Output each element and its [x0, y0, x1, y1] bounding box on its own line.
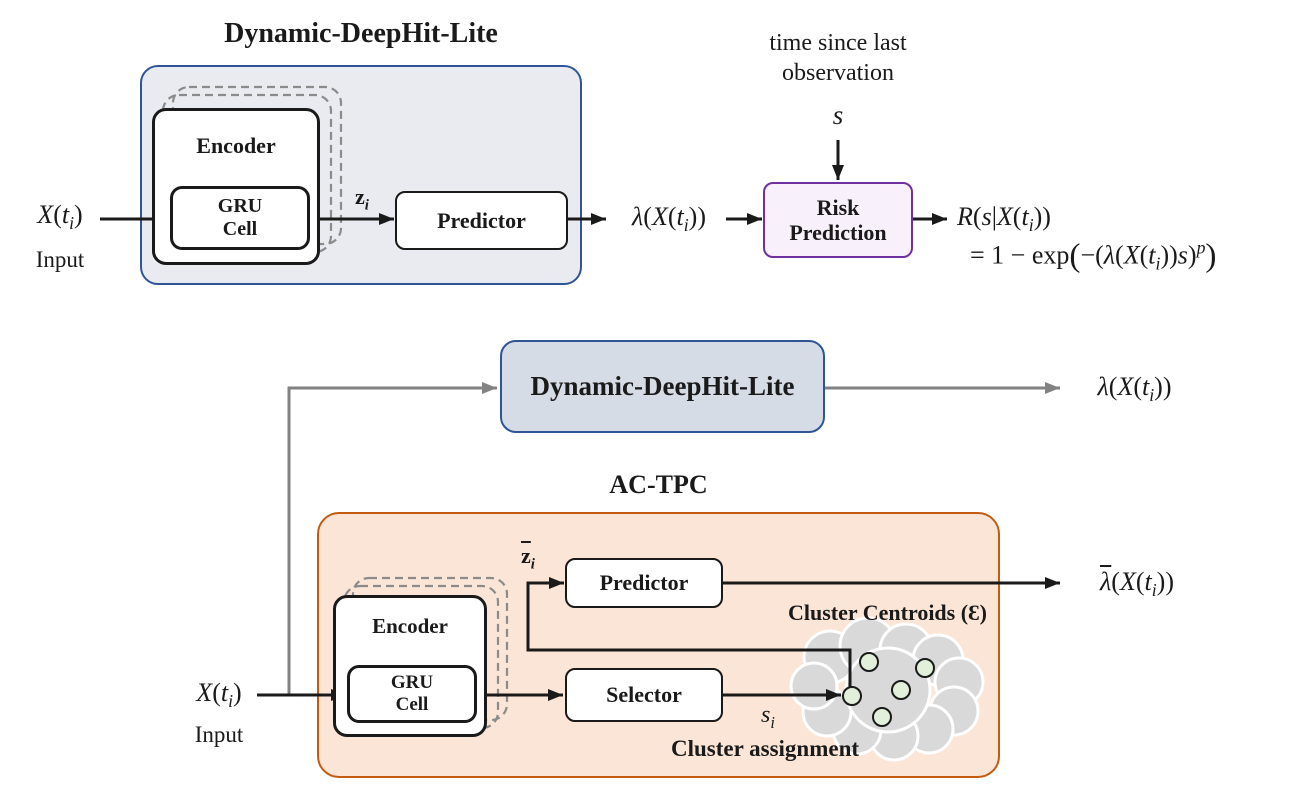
- centroid-dot: [842, 686, 862, 706]
- centroid-to-predictor-arrow: [526, 577, 852, 688]
- bottom-input-caption: Input: [194, 722, 244, 747]
- zbar-label: zi: [521, 543, 535, 573]
- cluster-centroids: [842, 652, 935, 727]
- centroid-dot: [859, 652, 879, 672]
- lambdabar-output-label: λ(X(ti)): [1100, 567, 1174, 601]
- mid-dynamic-deephit-lite-box: Dynamic-DeepHit-Lite: [500, 340, 825, 433]
- risk-formula-line2: = 1 − exp(−(λ(X(ti))s)p): [970, 237, 1217, 274]
- bottom-predictor-box: Predictor: [565, 558, 723, 608]
- top-predictor-box: Predictor: [395, 191, 568, 250]
- top-input-math-label: X(ti): [37, 200, 83, 234]
- si-label: si: [761, 702, 775, 732]
- centroid-dot: [915, 658, 935, 678]
- risk-formula-line1: R(s|X(ti)): [957, 202, 1051, 236]
- cluster-centroids-caption: Cluster Centroids (Ɛ): [787, 600, 987, 625]
- skip-branch-arrow: [287, 382, 497, 696]
- top-lambda-output-label: λ(X(ti)): [632, 202, 706, 236]
- centroid-dot: [891, 680, 911, 700]
- s-variable-label: s: [832, 100, 844, 130]
- top-diagram-title: Dynamic-DeepHit-Lite: [224, 18, 498, 49]
- centroid-dot: [872, 707, 892, 727]
- mid-lambda-output-label: λ(X(ti)): [1097, 372, 1172, 406]
- top-input-caption: Input: [35, 247, 85, 272]
- selector-box: Selector: [565, 668, 723, 722]
- cluster-assignment-caption: Cluster assignment: [670, 736, 860, 761]
- bottom-encoder-label: Encoder: [372, 614, 448, 638]
- top-z-label: zi: [355, 184, 369, 214]
- top-encoder-label: Encoder: [196, 133, 276, 158]
- ac-tpc-title: AC-TPC: [609, 470, 708, 499]
- bottom-input-math-label: X(ti): [196, 678, 242, 712]
